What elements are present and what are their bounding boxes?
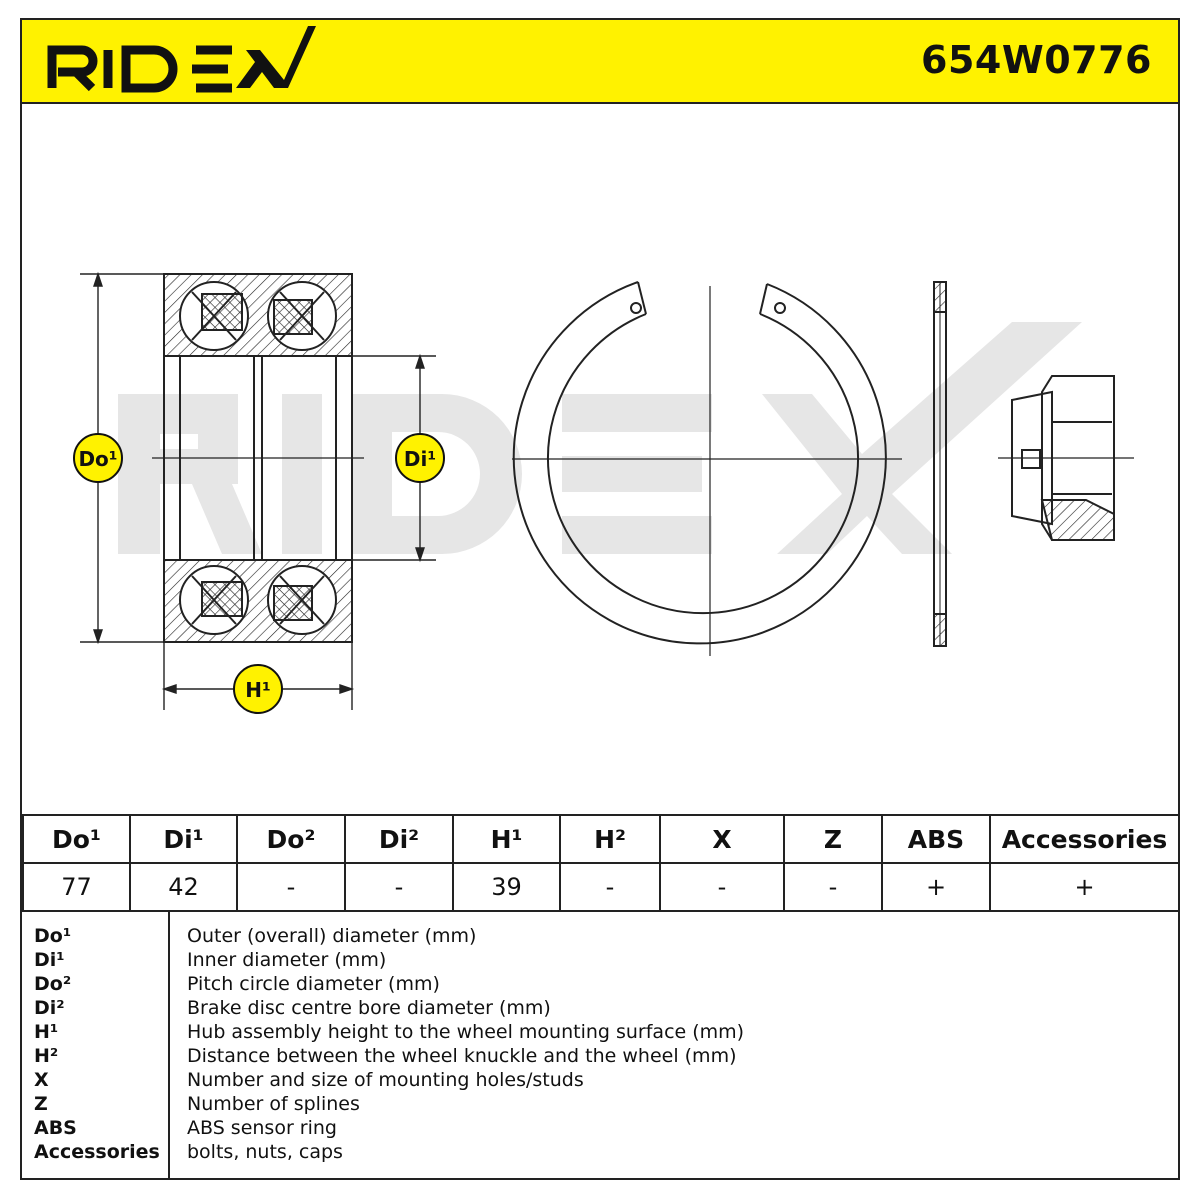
legend-desc: ABS sensor ring	[187, 1117, 337, 1139]
col-header-h1: H¹	[452, 814, 561, 864]
dim-label-h: H¹	[245, 678, 271, 702]
legend-row: H¹ Hub assembly height to the wheel moun…	[22, 1020, 1178, 1044]
value-h1: 39	[452, 862, 561, 912]
col-header-h2: H²	[559, 814, 661, 864]
bearing-section	[152, 273, 364, 643]
value-z: -	[783, 862, 883, 912]
spec-table: Do¹ Di¹ Do² Di² H¹ H² X Z ABS Accessorie…	[22, 814, 1180, 912]
technical-drawing: Do¹ Di¹ H¹	[73, 271, 1134, 714]
value-abs: +	[881, 862, 991, 912]
spec-header-row: Do¹ Di¹ Do² Di² H¹ H² X Z ABS Accessorie…	[22, 814, 1180, 864]
legend-desc: Hub assembly height to the wheel mountin…	[187, 1021, 745, 1043]
legend-key: ABS	[34, 1117, 77, 1139]
value-do2: -	[236, 862, 346, 912]
value-di1: 42	[129, 862, 238, 912]
circlip-side	[933, 281, 947, 647]
dim-marker-do: Do¹	[73, 433, 123, 483]
legend-key: Di¹	[34, 949, 65, 971]
legend-desc: Outer (overall) diameter (mm)	[187, 925, 477, 947]
dim-marker-di: Di¹	[395, 433, 445, 483]
legend-row: H² Distance between the wheel knuckle an…	[22, 1044, 1178, 1068]
legend-desc: Pitch circle diameter (mm)	[187, 973, 440, 995]
ridex-watermark	[118, 322, 1082, 554]
legend-desc: bolts, nuts, caps	[187, 1141, 343, 1163]
part-number: 654W0776	[921, 38, 1152, 82]
legend-desc: Number of splines	[187, 1093, 360, 1115]
dim-marker-h: H¹	[233, 664, 283, 714]
legend: Do¹ Outer (overall) diameter (mm) Di¹ In…	[22, 910, 1178, 1180]
legend-key: Do¹	[34, 925, 72, 947]
legend-row: X Number and size of mounting holes/stud…	[22, 1068, 1178, 1092]
legend-key: Do²	[34, 973, 72, 995]
col-header-x: X	[659, 814, 785, 864]
col-header-di2: Di²	[344, 814, 454, 864]
spec-value-row: 77 42 - - 39 - - - + +	[22, 862, 1180, 912]
legend-row: Di¹ Inner diameter (mm)	[22, 948, 1178, 972]
legend-row: Accessories bolts, nuts, caps	[22, 1140, 1178, 1164]
legend-desc: Brake disc centre bore diameter (mm)	[187, 997, 551, 1019]
col-header-do1: Do¹	[22, 814, 131, 864]
ridex-logo	[47, 26, 316, 93]
legend-key: Z	[34, 1093, 48, 1115]
col-header-abs: ABS	[881, 814, 991, 864]
dim-label-di: Di¹	[404, 447, 436, 471]
legend-row: Di² Brake disc centre bore diameter (mm)	[22, 996, 1178, 1020]
value-di2: -	[344, 862, 454, 912]
legend-divider	[168, 912, 170, 1180]
legend-row: Z Number of splines	[22, 1092, 1178, 1116]
hub-nut	[998, 375, 1134, 541]
circlip	[512, 281, 902, 656]
legend-row: ABS ABS sensor ring	[22, 1116, 1178, 1140]
value-accessories: +	[989, 862, 1180, 912]
col-header-di1: Di¹	[129, 814, 238, 864]
legend-key: H¹	[34, 1021, 59, 1043]
col-header-do2: Do²	[236, 814, 346, 864]
legend-row: Do² Pitch circle diameter (mm)	[22, 972, 1178, 996]
dim-label-do: Do¹	[78, 447, 117, 471]
value-x: -	[659, 862, 785, 912]
legend-key: X	[34, 1069, 49, 1091]
col-header-z: Z	[783, 814, 883, 864]
header-bar: 654W0776	[22, 20, 1178, 104]
col-header-accessories: Accessories	[989, 814, 1180, 864]
legend-desc: Number and size of mounting holes/studs	[187, 1069, 584, 1091]
value-do1: 77	[22, 862, 131, 912]
legend-desc: Inner diameter (mm)	[187, 949, 387, 971]
legend-key: H²	[34, 1045, 59, 1067]
legend-key: Accessories	[34, 1141, 160, 1163]
product-sheet: 654W0776	[20, 18, 1180, 1180]
legend-desc: Distance between the wheel knuckle and t…	[187, 1045, 737, 1067]
legend-key: Di²	[34, 997, 65, 1019]
value-h2: -	[559, 862, 661, 912]
legend-row: Do¹ Outer (overall) diameter (mm)	[22, 924, 1178, 948]
